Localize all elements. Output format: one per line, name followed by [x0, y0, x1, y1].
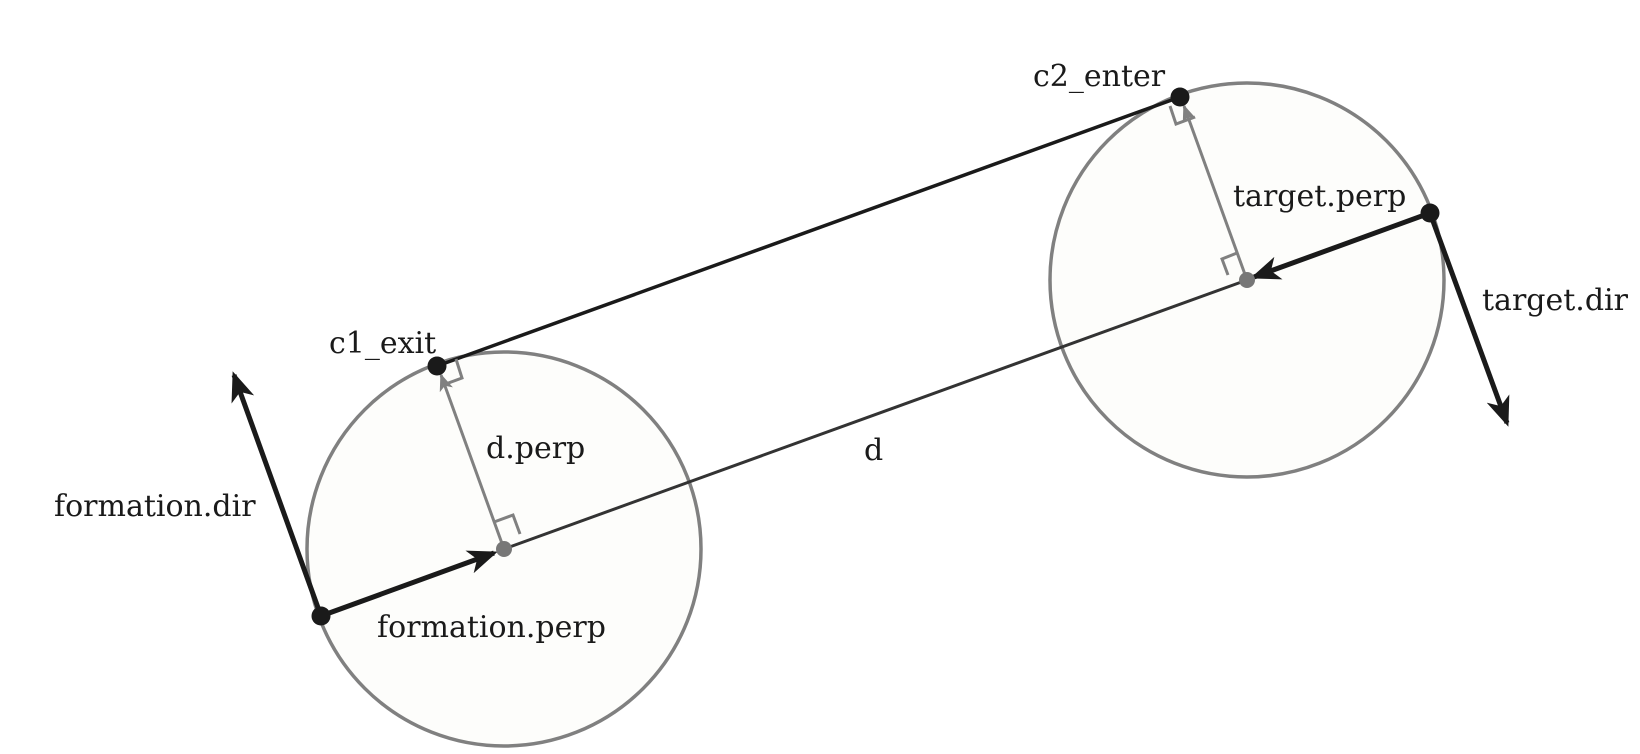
c1-exit-point [427, 356, 447, 376]
target-perp-dark-arrow [1250, 210, 1431, 280]
c2-enter-point [1170, 87, 1190, 107]
c1-exit-label: c1_exit [329, 326, 436, 361]
target-dir-label: target.dir [1482, 283, 1629, 318]
right-angle-mark-c1 [442, 358, 464, 387]
formation-perp-label: formation.perp [377, 610, 606, 645]
right-angle-mark-target [1220, 251, 1238, 276]
right-angle-mark-start [493, 513, 522, 535]
target-dir-arrow [1427, 212, 1510, 427]
c2-enter-label: c2_enter [1033, 59, 1166, 94]
d-line [503, 278, 1248, 551]
target-perp-arrow [1182, 104, 1249, 281]
right-angle-mark-c2 [1168, 105, 1196, 126]
formation-dir-label: formation.dir [54, 489, 256, 524]
start-center-dot [496, 541, 512, 557]
target-perp-label: target.perp [1233, 179, 1406, 214]
formation-point [311, 606, 331, 626]
d-perp-label: d.perp [486, 431, 585, 466]
target-point [1420, 203, 1440, 223]
formation-perp-arrow [320, 550, 498, 619]
d-label: d [864, 433, 883, 468]
tangent-line [436, 95, 1181, 368]
d-perp-arrow [439, 373, 506, 550]
formation-dir-arrow [231, 371, 324, 617]
target-center-dot [1239, 272, 1255, 288]
